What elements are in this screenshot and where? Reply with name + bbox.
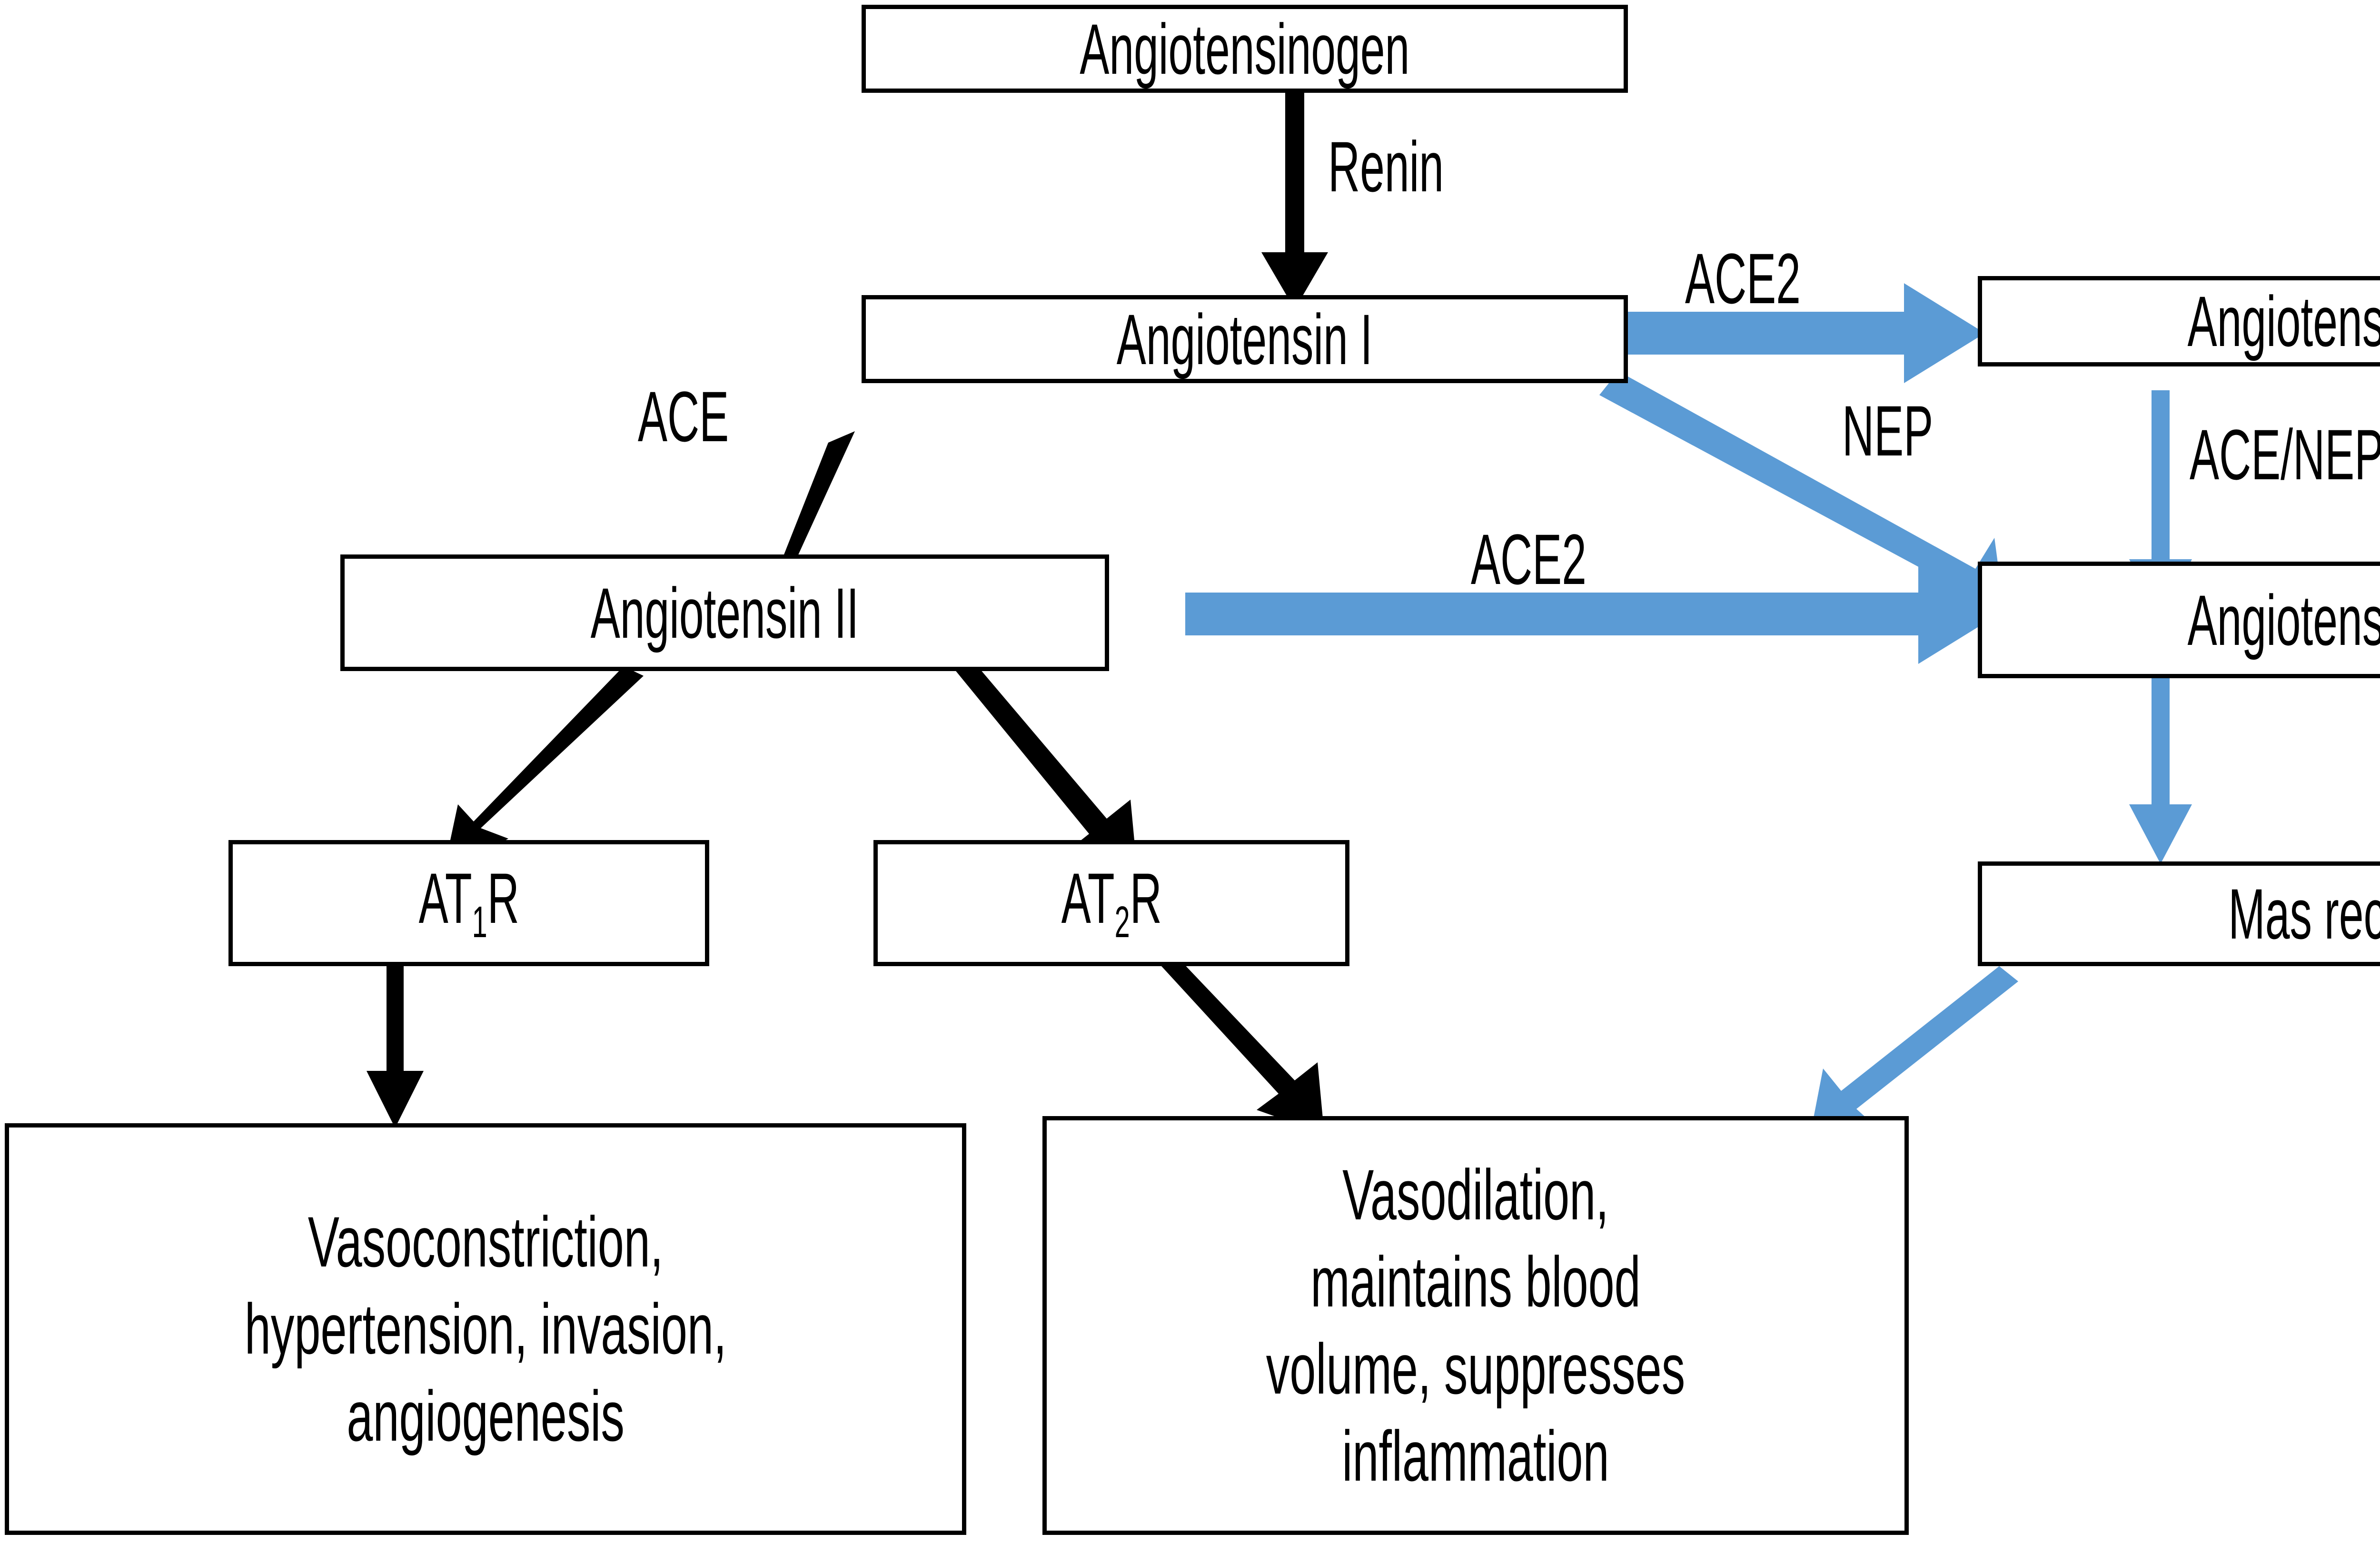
arrow-angiotensin-1-7-to-mas-receptor [2129, 678, 2192, 864]
node-angiotensin-i[interactable]: Angiotensin I [862, 295, 1628, 383]
node-angiotensin-ii-label: Angiotensin II [590, 573, 859, 653]
enzyme-label-ace: ACE [638, 376, 729, 456]
node-at1r-effects[interactable]: Vasoconstriction, hypertension, invasion… [5, 1123, 966, 1535]
enzyme-label-ace2-top: ACE2 [1685, 238, 1801, 318]
node-mas-receptor-label: Mas receptor [2228, 874, 2380, 954]
node-at1r-label: AT1R [418, 858, 519, 947]
arrow-angiotensin-ii-to-angiotensin-1-7 [1185, 564, 1999, 664]
arrow-mas-receptor-to-effects [1809, 966, 2018, 1142]
node-at2r[interactable]: AT2R [873, 840, 1349, 966]
node-at2r-mas-effects[interactable]: Vasodilation, maintains blood volume, su… [1042, 1116, 1909, 1535]
arrow-at1r-to-effects [367, 966, 424, 1128]
node-at1r[interactable]: AT1R [228, 840, 709, 966]
node-angiotensinogen[interactable]: Angiotensinogen [862, 5, 1628, 93]
node-mas-receptor[interactable]: Mas receptor [1978, 861, 2380, 966]
node-angiotensin-1-7-label: Angiotensin-(1-7) [2187, 580, 2380, 660]
node-at1r-effects-label: Vasoconstriction, hypertension, invasion… [244, 1202, 727, 1456]
arrow-at2r-to-effects [1161, 961, 1324, 1134]
arrow-angiotensin-i-to-angiotensin-1-9 [1628, 283, 1985, 383]
arrow-angiotensin-ii-to-at1r [443, 666, 644, 876]
enzyme-label-ace2-mid: ACE2 [1471, 519, 1587, 599]
node-angiotensin-i-label: Angiotensin I [1117, 299, 1373, 379]
enzyme-label-renin: Renin [1328, 127, 1444, 207]
node-angiotensin-1-7[interactable]: Angiotensin-(1-7) [1978, 562, 2380, 678]
arrow-angiotensin-i-to-angiotensin-1-7 [1599, 371, 2006, 627]
node-at2r-label: AT2R [1061, 858, 1162, 947]
arrow-angiotensin-ii-to-at2r [952, 660, 1138, 876]
node-angiotensin-1-9[interactable]: Angiotensin-(1-9) [1978, 276, 2380, 366]
node-at2r-mas-effects-label: Vasodilation, maintains blood volume, su… [1266, 1155, 1686, 1496]
node-angiotensinogen-label: Angiotensinogen [1080, 9, 1410, 89]
node-angiotensin-1-9-label: Angiotensin-(1-9) [2187, 281, 2380, 361]
node-angiotensin-ii[interactable]: Angiotensin II [340, 554, 1109, 671]
arrow-angiotensinogen-to-angiotensin-i [1261, 88, 1328, 309]
enzyme-label-nep: NEP [1842, 391, 1934, 471]
enzyme-label-ace-nep: ACE/NEP [2190, 415, 2380, 495]
